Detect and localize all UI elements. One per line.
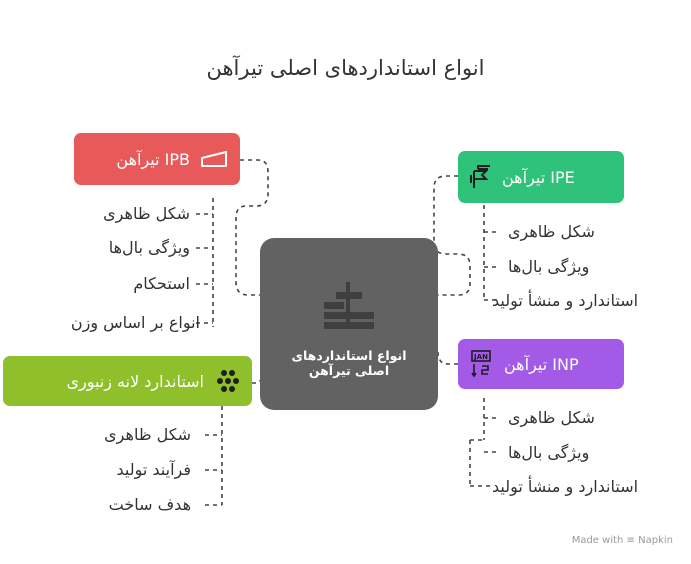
- branch-ipb-label: IPB تیرآهن: [116, 149, 190, 169]
- center-node: انواع استانداردهای اصلی تیرآهن: [260, 238, 438, 410]
- brand-name: Napkin: [638, 535, 673, 546]
- ipb-item-4: انواع بر اساس وزن: [70, 313, 200, 332]
- structure-icon: [324, 282, 374, 329]
- ipb-item-3: استحکام: [133, 274, 190, 293]
- napkin-logo-icon: ≡: [626, 535, 635, 546]
- connector-ipe: [433, 175, 471, 296]
- center-label-line2: اصلی تیرآهن: [308, 363, 390, 378]
- bracket-inp: [469, 398, 497, 487]
- honeycomb-item-3: هدف ساخت: [108, 495, 191, 514]
- ipb-item-2: ویژگی بال‌ها: [108, 238, 190, 257]
- honeycomb-icon: [216, 369, 240, 393]
- connector-ipb: [235, 159, 269, 296]
- connector-inp: [437, 351, 458, 365]
- inp-item-3: استاندارد و منشأ تولید: [492, 477, 639, 496]
- branch-ipb[interactable]: IPB تیرآهن: [74, 133, 240, 185]
- flag-layers-icon: [470, 165, 492, 189]
- bracket-ipb: [196, 198, 214, 327]
- brand-credit: Made with ≡ Napkin: [572, 535, 673, 546]
- calendar-month-text: JAN: [473, 353, 488, 361]
- branch-inp[interactable]: INP تیرآهن JAN: [458, 339, 624, 389]
- branch-ipe[interactable]: IPE تیرآهن: [458, 151, 624, 203]
- bracket-ipe: [483, 205, 497, 301]
- beam-profile-icon: [200, 150, 228, 168]
- branch-honeycomb[interactable]: استاندارد لانه زنبوری: [3, 356, 252, 406]
- calendar-sort-icon: JAN: [470, 350, 494, 378]
- branch-ipe-label: IPE تیرآهن: [502, 167, 575, 187]
- ipe-item-3: استاندارد و منشأ تولید: [492, 291, 639, 310]
- ipb-item-1: شکل ظاهری: [103, 204, 190, 223]
- honeycomb-item-1: شکل ظاهری: [104, 425, 191, 444]
- ipe-item-1: شکل ظاهری: [508, 222, 595, 241]
- inp-item-1: شکل ظاهری: [508, 408, 595, 427]
- ipe-item-2: ویژگی بال‌ها: [508, 257, 590, 276]
- branch-honeycomb-label: استاندارد لانه زنبوری: [66, 371, 204, 391]
- made-with-text: Made with: [571, 535, 624, 546]
- honeycomb-item-2: فرآیند تولید: [116, 460, 191, 479]
- page-title: انواع استانداردهای اصلی تیرآهن: [206, 56, 485, 80]
- center-label-line1: انواع استانداردهای: [291, 348, 407, 363]
- inp-item-2: ویژگی بال‌ها: [508, 443, 590, 462]
- branch-inp-label: INP تیرآهن: [504, 354, 579, 374]
- bracket-honeycomb: [205, 406, 223, 506]
